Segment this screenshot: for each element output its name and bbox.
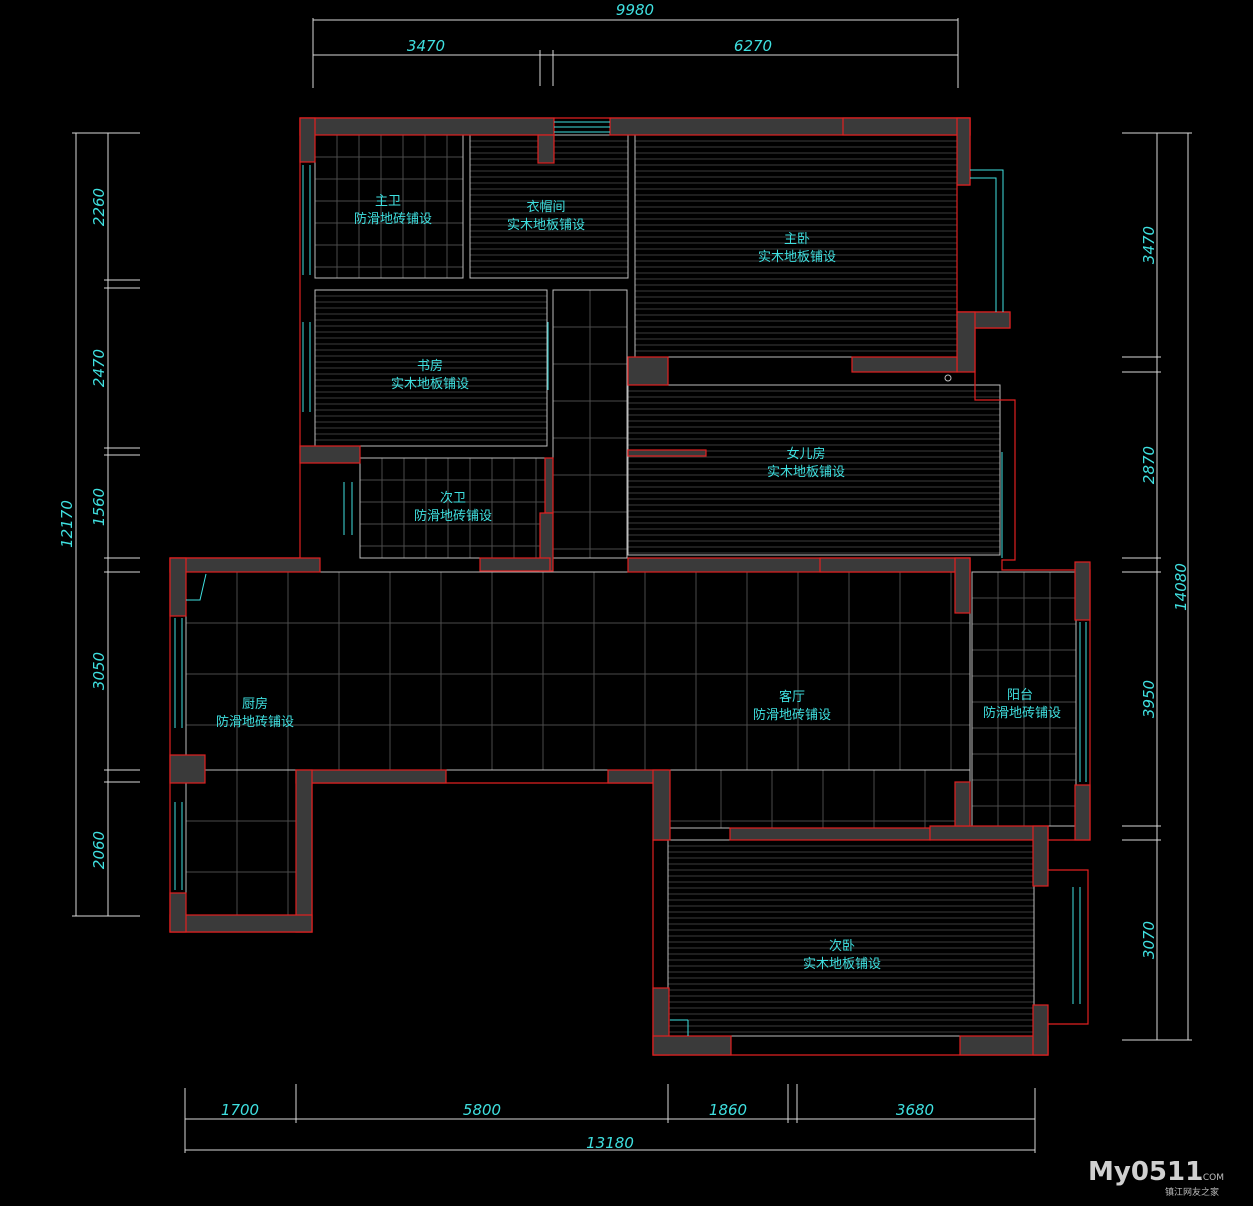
dim-bottom-1: 1700 — [221, 1101, 259, 1119]
room-master-bedroom-floor: 实木地板铺设 — [758, 250, 836, 265]
room-labels: 主卫 防滑地砖铺设 衣帽间 实木地板铺设 主卧 实木地板铺设 书房 实木地板铺设… — [216, 194, 1061, 972]
room-daughter-floor: 实木地板铺设 — [767, 465, 845, 480]
dim-left-5: 2060 — [90, 831, 108, 869]
room-second-bath-floor: 防滑地砖铺设 — [414, 508, 492, 524]
dim-top-overall: 9980 — [616, 1, 654, 19]
dim-left-2: 2470 — [90, 349, 108, 387]
room-second-bedroom-name: 次卧 — [829, 938, 855, 954]
dim-bottom-3: 1860 — [709, 1101, 747, 1119]
walls — [169, 117, 1091, 1056]
dim-right-2: 2870 — [1140, 446, 1158, 484]
room-master-bath-name: 主卫 — [375, 194, 401, 209]
room-study-name: 书房 — [417, 358, 443, 374]
dim-left-4: 3050 — [90, 652, 108, 690]
room-master-bedroom-name: 主卧 — [784, 232, 810, 247]
floor-patterns — [186, 135, 1076, 1033]
dim-bottom-4: 3680 — [896, 1101, 934, 1119]
room-living-name: 客厅 — [779, 689, 805, 705]
dim-left-overall: 12170 — [58, 500, 76, 548]
room-balcony-name: 阳台 — [1007, 688, 1033, 703]
dim-bottom-overall: 13180 — [586, 1134, 634, 1152]
dimension-lines — [72, 18, 1192, 1153]
fixture-circle — [944, 374, 952, 382]
watermark-logo: My0511 .COM 镇江网友之家 — [1088, 1157, 1224, 1198]
room-second-bath-name: 次卫 — [440, 490, 466, 506]
watermark-domain: .COM — [1200, 1173, 1224, 1183]
dim-top-right: 6270 — [734, 37, 772, 55]
dim-top-left: 3470 — [407, 37, 445, 55]
dim-right-4: 3070 — [1140, 921, 1158, 959]
room-second-bedroom-floor: 实木地板铺设 — [803, 957, 881, 972]
room-kitchen-floor: 防滑地砖铺设 — [216, 714, 294, 730]
room-kitchen-name: 厨房 — [242, 696, 268, 712]
room-study-floor: 实木地板铺设 — [391, 377, 469, 392]
dim-bottom-2: 5800 — [463, 1101, 501, 1119]
room-living-floor: 防滑地砖铺设 — [753, 707, 831, 723]
watermark-tagline: 镇江网友之家 — [1165, 1186, 1219, 1198]
dim-left-1: 2260 — [90, 188, 108, 226]
dim-right-3: 3950 — [1140, 680, 1158, 718]
dim-left-3: 1560 — [90, 488, 108, 526]
windows — [174, 121, 1087, 1036]
room-borders — [185, 134, 1077, 1037]
dim-right-overall: 14080 — [1172, 563, 1190, 611]
room-master-bath-floor: 防滑地砖铺设 — [354, 211, 432, 227]
room-closet-name: 衣帽间 — [526, 199, 565, 215]
room-daughter-name: 女儿房 — [786, 446, 825, 462]
dimension-labels: 9980 3470 6270 1700 5800 1860 3680 13180… — [58, 1, 1190, 1152]
room-closet-floor: 实木地板铺设 — [507, 218, 585, 233]
watermark-brand: My0511 — [1088, 1157, 1203, 1187]
dim-right-1: 3470 — [1140, 226, 1158, 264]
room-balcony-floor: 防滑地砖铺设 — [983, 705, 1061, 721]
